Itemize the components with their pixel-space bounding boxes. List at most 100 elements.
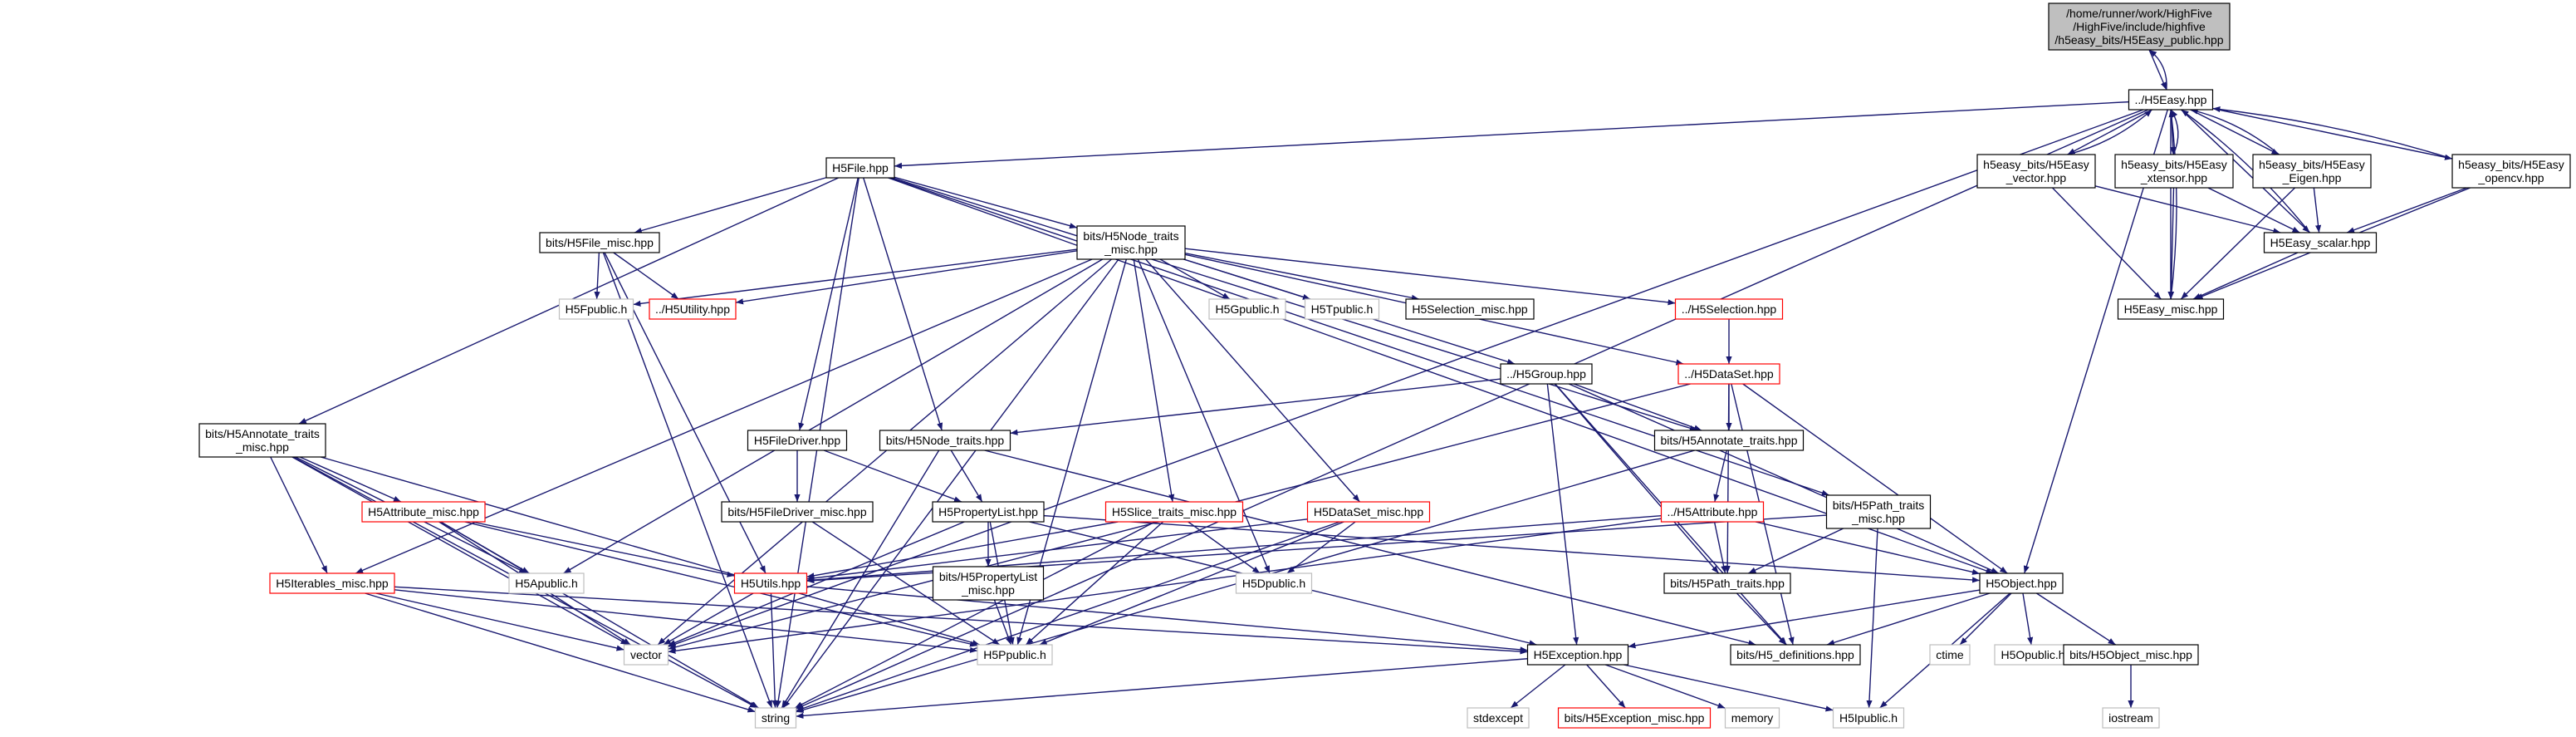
node-h5attribute_misc[interactable]: H5Attribute_misc.hpp — [361, 501, 486, 523]
node-h5annotate_traits[interactable]: bits/H5Annotate_traits.hpp — [1653, 430, 1805, 451]
node-box — [1104, 501, 1244, 523]
node-box — [623, 644, 669, 666]
node-h5_definitions[interactable]: bits/H5_definitions.hpp — [1730, 644, 1861, 666]
edge-h5easy-to-h5easy_scalar — [2181, 109, 2310, 233]
node-label: H5Fpublic.h — [566, 302, 628, 316]
edge-h5propertylist-to-vector — [668, 521, 965, 646]
node-box — [539, 232, 660, 253]
edge-h5file-to-h5filedriver — [798, 177, 859, 431]
node-h5file[interactable]: H5File.hpp — [825, 157, 895, 179]
node-h5selection[interactable]: ../H5Selection.hpp — [1674, 298, 1784, 320]
edge-h5easy_eigen-to-h5easy_misc — [2180, 187, 2296, 300]
node-box — [1235, 572, 1313, 594]
node-h5object[interactable]: H5Object.hpp — [1979, 572, 2064, 594]
node-box — [977, 644, 1053, 666]
edge-h5node_traits_misc-to-h5gpublic — [1159, 258, 1231, 300]
edge-h5node_traits_misc-to-vector — [657, 258, 1112, 646]
node-label: H5Dpublic.h — [1242, 577, 1305, 590]
node-box — [2451, 154, 2571, 189]
node-h5slice_traits_misc[interactable]: H5Slice_traits_misc.hpp — [1104, 501, 1244, 523]
node-h5easy_vector[interactable]: h5easy_bits/H5Easy_vector.hpp — [1976, 154, 2096, 189]
edge-h5attribute-to-vector — [668, 518, 1662, 654]
node-label: bits/H5Path_traits.hpp — [1670, 577, 1785, 590]
edge-h5path_traits_misc-to-h5ipublic — [1866, 528, 1878, 709]
node-box — [1557, 707, 1712, 729]
node-h5easy_xtensor[interactable]: h5easy_bits/H5Easy_xtensor.hpp — [2114, 154, 2234, 189]
node-h5file_misc[interactable]: bits/H5File_misc.hpp — [539, 232, 660, 253]
node-label: _misc.hpp — [961, 583, 1015, 597]
node-box — [1208, 298, 1286, 320]
node-h5filedriver_misc[interactable]: bits/H5FileDriver_misc.hpp — [721, 501, 874, 523]
node-label: H5File.hpp — [832, 161, 889, 174]
node-root[interactable]: /home/runner/work/HighFive/HighFive/incl… — [2048, 2, 2231, 51]
node-box — [649, 298, 737, 320]
node-h5path_traits[interactable]: bits/H5Path_traits.hpp — [1663, 572, 1791, 594]
node-h5easy_scalar[interactable]: H5Easy_scalar.hpp — [2263, 232, 2378, 253]
node-h5utils[interactable]: H5Utils.hpp — [733, 572, 808, 594]
node-label: stdexcept — [1473, 711, 1523, 725]
node-h5selection_misc[interactable]: H5Selection_misc.hpp — [1405, 298, 1535, 320]
edge-h5easy-to-vector — [668, 109, 2144, 648]
node-label: ../H5Easy.hpp — [2135, 93, 2207, 106]
node-label: ../H5DataSet.hpp — [1684, 367, 1774, 381]
node-h5filedriver[interactable]: H5FileDriver.hpp — [747, 430, 848, 451]
edge-h5file-to-h5annotate_traits — [892, 177, 1697, 431]
node-h5propertylist_misc[interactable]: bits/H5PropertyList_misc.hpp — [932, 566, 1045, 601]
node-h5easy_eigen[interactable]: h5easy_bits/H5Easy_Eigen.hpp — [2252, 154, 2372, 189]
node-h5exception[interactable]: H5Exception.hpp — [1526, 644, 1629, 666]
edge-h5easy_opencv-to-h5easy — [2212, 106, 2453, 160]
edge-h5easy_misc-to-h5easy — [2168, 109, 2177, 300]
edge-h5slice_traits_misc-to-h5utils — [806, 521, 1119, 579]
node-h5utility[interactable]: ../H5Utility.hpp — [649, 298, 737, 320]
node-h5annotate_traits_misc[interactable]: bits/H5Annotate_traits_misc.hpp — [198, 423, 326, 458]
node-label: ../H5Selection.hpp — [1682, 302, 1777, 316]
edge-h5dataset-to-h5path_traits — [1724, 383, 1731, 574]
node-label: ../H5Group.hpp — [1506, 367, 1586, 381]
edge-h5group-to-h5exception — [1546, 383, 1579, 646]
node-box — [2048, 2, 2231, 51]
node-box — [1653, 430, 1805, 451]
node-h5exception_misc[interactable]: bits/H5Exception_misc.hpp — [1557, 707, 1712, 729]
edge-h5iterables_misc-to-vector — [375, 592, 624, 651]
node-h5easy[interactable]: ../H5Easy.hpp — [2128, 89, 2214, 111]
node-label: bits/H5Annotate_traits — [205, 427, 320, 440]
node-h5dataset[interactable]: ../H5DataSet.hpp — [1677, 363, 1780, 385]
node-label: H5Selection_misc.hpp — [1412, 302, 1528, 316]
node-h5node_traits[interactable]: bits/H5Node_traits.hpp — [879, 430, 1011, 451]
node-h5easy_opencv[interactable]: h5easy_bits/H5Easy_opencv.hpp — [2451, 154, 2571, 189]
node-h5dataset_misc[interactable]: H5DataSet_misc.hpp — [1306, 501, 1431, 523]
node-label: /HighFive/include/highfive — [2073, 20, 2206, 33]
node-h5object_misc[interactable]: bits/H5Object_misc.hpp — [2063, 644, 2199, 666]
edge-h5dataset_misc-to-string — [796, 521, 1340, 712]
node-label: H5Object.hpp — [1986, 577, 2057, 590]
node-h5tpublic: H5Tpublic.h — [1304, 298, 1380, 320]
node-ctime: ctime — [1929, 644, 1971, 666]
node-box — [198, 423, 326, 458]
node-h5node_traits_misc[interactable]: bits/H5Node_traits_misc.hpp — [1076, 225, 1186, 260]
edge-h5exception-to-h5ipublic — [1623, 664, 1834, 712]
node-box — [1677, 363, 1780, 385]
node-box — [508, 572, 585, 594]
node-label: bits/H5Node_traits.hpp — [886, 434, 1005, 447]
node-label: bits/H5Object_misc.hpp — [2069, 648, 2192, 661]
node-iostream: iostream — [2102, 707, 2160, 729]
node-h5path_traits_misc[interactable]: bits/H5Path_traits_misc.hpp — [1825, 494, 1932, 529]
edge-h5node_traits_misc-to-h5utility — [735, 250, 1078, 305]
node-h5easy_misc[interactable]: H5Easy_misc.hpp — [2117, 298, 2225, 320]
edge-h5utils-to-h5exception — [806, 586, 1528, 653]
edge-h5annotate_traits_misc-to-h5iterables_misc — [270, 456, 328, 574]
node-label: H5Easy_scalar.hpp — [2270, 236, 2371, 249]
node-box — [269, 572, 395, 594]
edge-h5iterables_misc-to-h5ppublic — [394, 589, 978, 653]
node-label: /h5easy_bits/H5Easy_public.hpp — [2054, 33, 2223, 47]
nodes-layer: /home/runner/work/HighFive/HighFive/incl… — [198, 2, 2571, 729]
node-h5propertylist[interactable]: H5PropertyList.hpp — [932, 501, 1045, 523]
node-h5group[interactable]: ../H5Group.hpp — [1500, 363, 1593, 385]
node-h5iterables_misc[interactable]: H5Iterables_misc.hpp — [269, 572, 395, 594]
node-h5ppublic: H5Ppublic.h — [977, 644, 1053, 666]
node-stdexcept: stdexcept — [1467, 707, 1530, 729]
node-h5attribute[interactable]: ../H5Attribute.hpp — [1660, 501, 1765, 523]
edge-h5iterables_misc-to-h5exception — [394, 586, 1528, 655]
node-label: H5Apublic.h — [515, 577, 578, 590]
